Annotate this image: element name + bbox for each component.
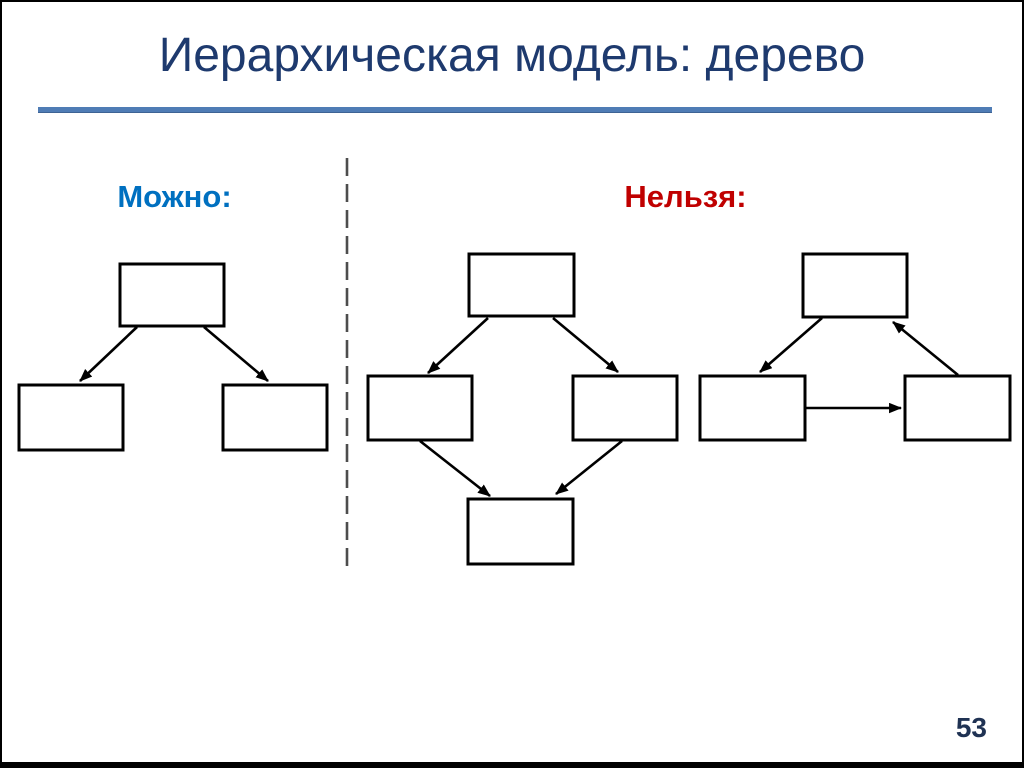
diagram-edge-arrow	[79, 326, 138, 382]
diagram-node-box	[571, 374, 679, 442]
diagram-node-box	[118, 262, 226, 328]
diagram-edge-arrow	[555, 439, 623, 496]
diagram-edge-arrow	[759, 317, 823, 373]
diagram-edge-arrow	[427, 317, 489, 374]
diagram-node-box	[466, 497, 575, 566]
diagram-node-box	[801, 252, 909, 319]
title-underline-rule	[38, 107, 992, 113]
forbidden-section-label: Нельзя:	[624, 179, 747, 214]
diagram-node-box	[221, 383, 329, 452]
diagram-node-box	[467, 252, 576, 318]
diagram-edge-arrow	[892, 320, 959, 377]
page-number: 53	[955, 712, 987, 743]
page-title: Иерархическая модель: дерево	[158, 29, 866, 82]
allowed-section-label: Можно:	[117, 179, 232, 214]
forbidden-cycle-diagram	[698, 252, 1012, 442]
allowed-tree-diagram	[17, 262, 329, 452]
diagram-edge-arrow	[552, 317, 619, 373]
diagram-edge-arrow	[203, 326, 269, 382]
diagram-node-box	[17, 383, 125, 452]
diagram-node-box	[366, 374, 474, 442]
diagram-edge-arrow	[419, 439, 491, 498]
forbidden-diamond-diagram	[366, 252, 679, 566]
diagram-node-box	[698, 374, 807, 442]
diagram-node-box	[903, 374, 1012, 442]
